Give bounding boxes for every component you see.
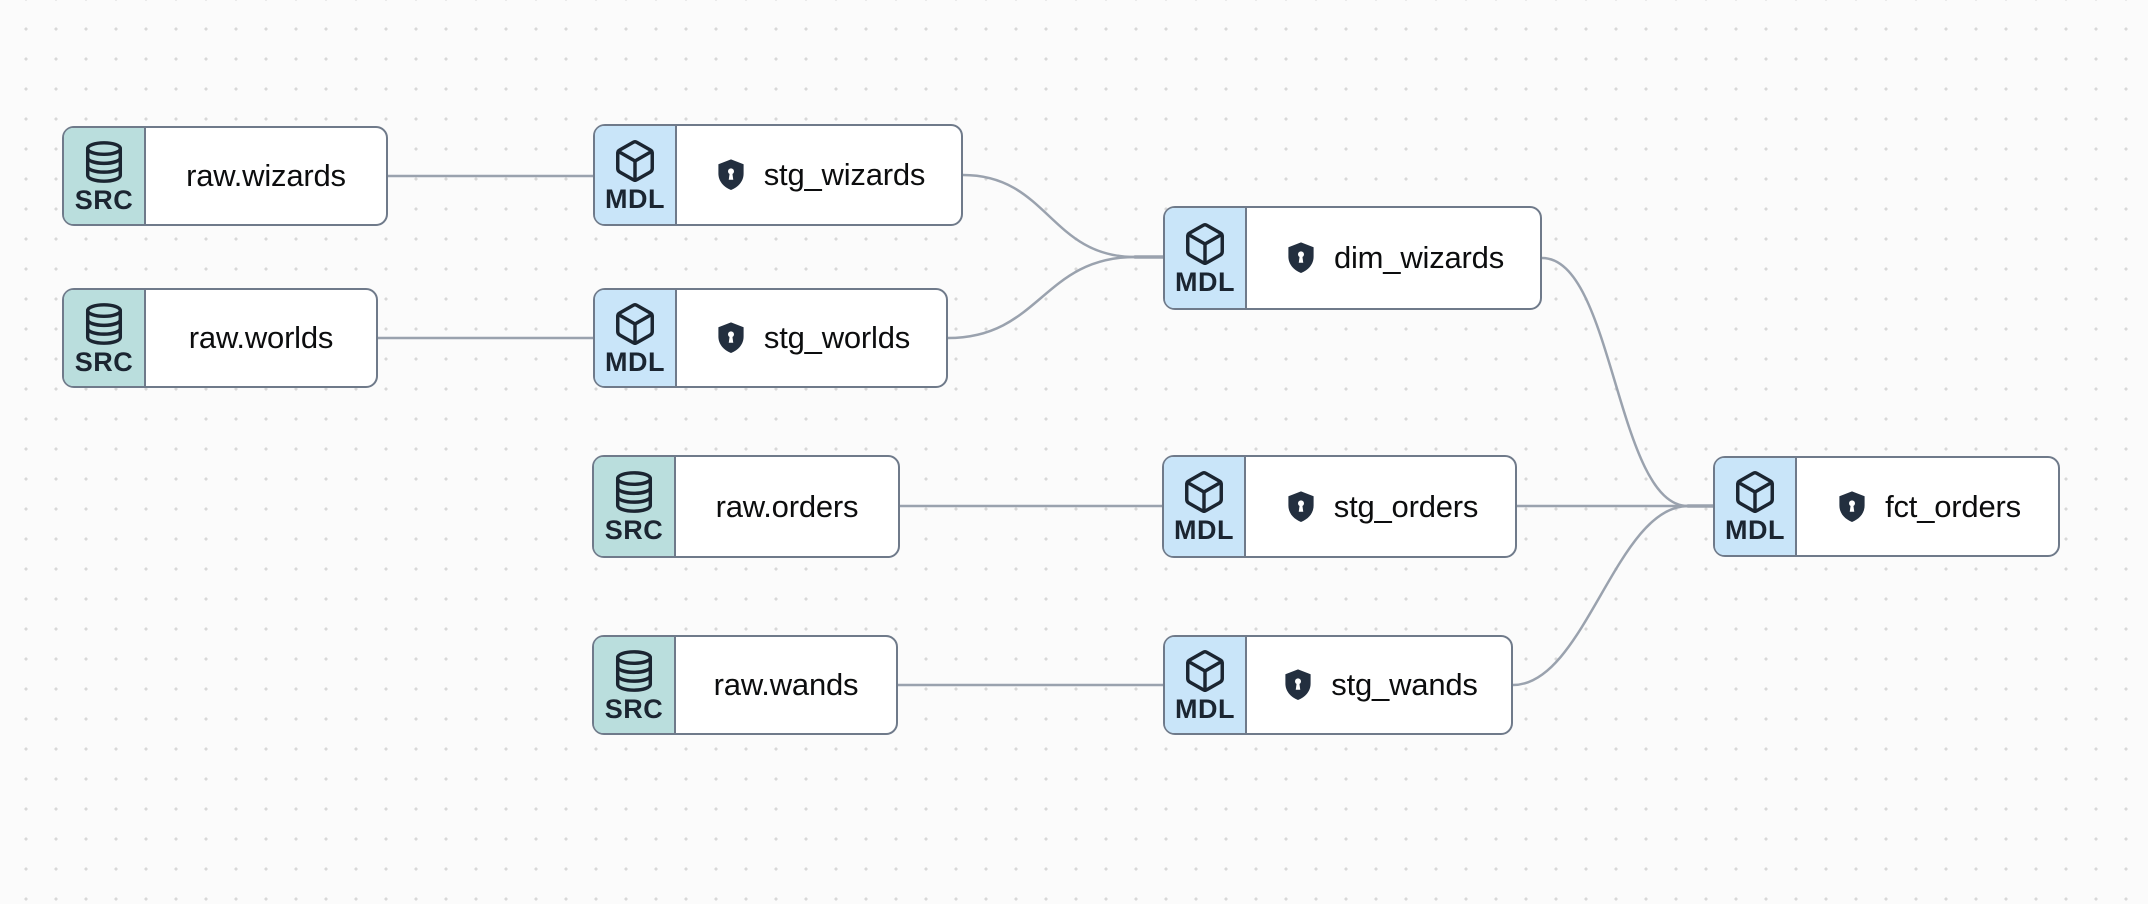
shield-lock-icon — [1283, 239, 1319, 277]
database-icon — [611, 469, 657, 515]
node-label: raw.wands — [713, 667, 859, 702]
cube-icon — [1182, 648, 1228, 694]
node-raw-wizards[interactable]: SRC raw.wizards — [62, 126, 388, 226]
node-body: fct_orders — [1797, 458, 2058, 555]
cube-icon — [1182, 221, 1228, 267]
node-type-label: MDL — [1175, 266, 1235, 297]
shield-lock-icon — [1280, 666, 1316, 704]
shield-lock-icon — [713, 156, 749, 194]
node-body: stg_orders — [1246, 457, 1515, 556]
node-label: fct_orders — [1885, 488, 2021, 524]
node-type-section: MDL — [595, 290, 677, 386]
node-body: dim_wizards — [1247, 208, 1540, 308]
node-type-label: SRC — [604, 693, 664, 724]
node-dim-wizards[interactable]: MDL dim_wizards — [1163, 206, 1542, 310]
node-type-label: MDL — [605, 346, 665, 377]
node-stg-orders[interactable]: MDL stg_orders — [1162, 455, 1517, 558]
node-type-label: MDL — [1725, 515, 1785, 545]
database-icon — [81, 301, 127, 347]
node-body: stg_wizards — [677, 126, 961, 224]
database-icon — [611, 648, 657, 694]
node-type-label: SRC — [604, 515, 664, 545]
node-label: dim_wizards — [1333, 240, 1505, 275]
node-raw-orders[interactable]: SRC raw.orders — [592, 455, 900, 558]
node-type-section: SRC — [594, 457, 676, 556]
node-label: stg_orders — [1333, 488, 1479, 524]
shield-lock-icon — [713, 319, 749, 357]
node-type-section: SRC — [64, 128, 146, 224]
node-type-label: MDL — [605, 183, 665, 214]
node-type-section: MDL — [1715, 458, 1797, 555]
node-raw-worlds[interactable]: SRC raw.worlds — [62, 288, 378, 388]
node-type-section: SRC — [64, 290, 146, 386]
node-stg-wands[interactable]: MDL stg_wands — [1163, 635, 1513, 735]
edge-stg-wands-to-fct-orders — [1511, 504, 1690, 687]
node-type-label: SRC — [74, 184, 134, 215]
node-body: stg_wands — [1247, 637, 1511, 733]
node-body: raw.wands — [676, 637, 896, 733]
database-icon — [81, 139, 127, 185]
node-label: raw.wizards — [186, 158, 346, 193]
node-type-section: MDL — [595, 126, 677, 224]
cube-icon — [1732, 469, 1778, 515]
node-label: stg_wizards — [763, 157, 926, 192]
cube-icon — [612, 301, 658, 347]
node-type-section: MDL — [1165, 637, 1247, 733]
node-stg-worlds[interactable]: MDL stg_worlds — [593, 288, 948, 388]
shield-lock-icon — [1283, 488, 1319, 526]
cube-icon — [612, 138, 658, 184]
node-type-section: MDL — [1165, 208, 1247, 308]
node-stg-wizards[interactable]: MDL stg_wizards — [593, 124, 963, 226]
node-raw-wands[interactable]: SRC raw.wands — [592, 635, 898, 735]
node-label: stg_wands — [1331, 667, 1478, 702]
node-type-section: SRC — [594, 637, 676, 733]
node-body: stg_worlds — [677, 290, 946, 386]
node-type-label: SRC — [74, 346, 134, 377]
node-type-label: MDL — [1175, 693, 1235, 724]
node-type-label: MDL — [1174, 515, 1234, 545]
node-label: raw.orders — [715, 488, 859, 524]
node-body: raw.worlds — [146, 290, 376, 386]
node-fct-orders[interactable]: MDL fct_orders — [1713, 456, 2060, 557]
node-label: raw.worlds — [188, 320, 334, 355]
edge-stg-worlds-to-dim-wizards — [946, 255, 1137, 340]
edge-stg-wizards-to-dim-wizards — [961, 173, 1137, 259]
node-label: stg_worlds — [763, 320, 911, 355]
cube-icon — [1181, 469, 1227, 515]
edge-dim-wizards-to-fct-orders — [1540, 256, 1690, 508]
node-body: raw.orders — [676, 457, 898, 556]
node-type-section: MDL — [1164, 457, 1246, 556]
node-body: raw.wizards — [146, 128, 386, 224]
shield-lock-icon — [1834, 488, 1870, 526]
